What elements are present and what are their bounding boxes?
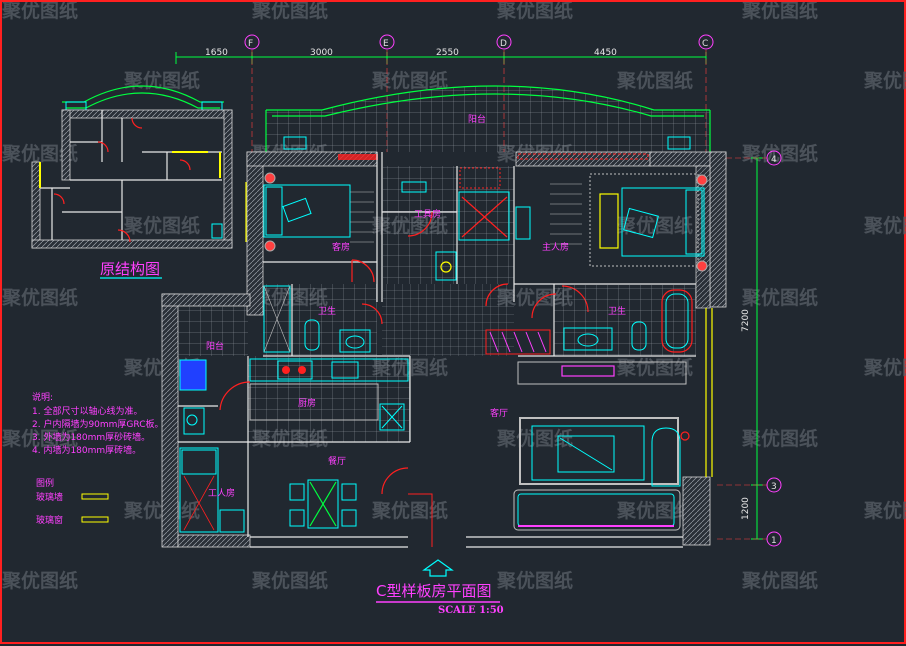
axis-bubble [698,34,714,50]
service-balcony: 阳台 [178,306,248,435]
room-label-dining: 餐厅 [328,455,346,467]
watermark: 聚优图纸 [2,286,78,309]
axis-label: E [383,39,389,49]
dimension-label: 1200 [741,497,751,520]
north-arrow-icon [422,559,454,577]
watermark: 聚优图纸 [2,427,78,450]
note-item: 2. 户内隔墙为90mm厚GRC板。 [32,418,164,430]
watermark: 聚优图纸 [863,356,906,379]
study-room: 工具房 [382,166,531,284]
room-label-maid-room: 工人房 [208,487,235,499]
axis-bubble [379,34,395,50]
watermark: 聚优图纸 [251,2,328,22]
legend: 图例 玻璃墙 玻璃窗 [36,477,109,526]
guest-bedroom: 客房 [263,152,383,302]
drawing-title: C型样板房平面图 [376,582,491,600]
note-item: 4. 内墙为180mm厚砖墙。 [32,444,141,456]
dimension-label: 2550 [436,48,459,58]
dining-area: 餐厅 [289,455,433,547]
room-label-guest-bath: 卫生 [318,305,336,317]
watermark: 聚优图纸 [616,499,693,522]
right-dimension-line: 7200 1200 4 3 1 [717,150,782,547]
drawing-title-block: C型样板房平面图 SCALE 1:50 [376,559,504,616]
room-label-service-balcony: 阳台 [206,340,224,352]
room-label-study: 工具房 [414,208,441,220]
watermark: 聚优图纸 [123,214,200,237]
room-label-balcony: 阳台 [468,113,486,125]
axis-label: 4 [771,155,777,165]
room-label-master-bath: 卫生 [608,305,626,317]
axis-label: C [702,39,708,49]
room-label-master-bedroom: 主人房 [542,241,569,253]
note-item: 1. 全部尺寸以轴心线为准。 [32,405,142,417]
watermark: 聚优图纸 [741,286,818,309]
axis-label: 1 [771,536,777,546]
watermark: 聚优图纸 [2,569,78,592]
legend-swatch-glass-wall [81,493,109,500]
watermark: 聚优图纸 [251,569,328,592]
axis-label: D [500,39,507,49]
watermark: 聚优图纸 [741,569,818,592]
original-structure-inset: 原结构图 [31,85,233,279]
balcony-top: 阳台 [265,85,711,152]
bed-icon [621,187,705,257]
watermark: 聚优图纸 [863,499,906,522]
notes-block: 说明: 1. 全部尺寸以轴心线为准。 2. 户内隔墙为90mm厚GRC板。 3.… [32,391,164,456]
legend-item-label: 玻璃窗 [36,514,63,526]
legend-swatch-glass-window [81,516,109,523]
dimension-label: 4450 [594,48,617,58]
axis-label: F [248,39,253,49]
watermark: 聚优图纸 [371,69,448,92]
bed-icon [263,184,351,238]
watermark: 聚优图纸 [371,499,448,522]
room-label-guest-bedroom: 客房 [332,241,350,253]
watermark: 聚优图纸 [863,69,906,92]
watermark: 聚优图纸 [741,2,818,22]
room-label-living: 客厅 [490,407,508,419]
watermark: 聚优图纸 [496,569,573,592]
watermark: 聚优图纸 [496,2,573,22]
axis-label: 3 [771,482,777,492]
axis-bubble [244,34,260,50]
watermark: 聚优图纸 [863,214,906,237]
watermark: 聚优图纸 [2,2,78,22]
dimension-label: 1650 [205,48,228,58]
legend-heading: 图例 [36,477,54,489]
axis-bubble [766,531,782,547]
watermark: 聚优图纸 [496,427,573,450]
corridor [382,283,551,356]
watermark: 聚优图纸 [123,499,200,522]
dimension-label: 3000 [310,48,333,58]
watermark: 聚优图纸 [616,356,693,379]
dimension-label: 7200 [741,309,751,332]
watermark: 聚优图纸 [123,69,200,92]
note-item: 3. 外墙为180mm厚砂砖墙。 [32,431,150,443]
axis-bubble [766,150,782,166]
maid-room: 工人房 [178,441,249,537]
original-structure-title: 原结构图 [100,260,160,278]
axis-bubble [766,477,782,493]
legend-item-label: 玻璃墙 [36,491,63,503]
watermark: 聚优图纸 [616,69,693,92]
watermark: 聚优图纸 [2,142,78,165]
watermark: 聚优图纸 [616,214,693,237]
watermark: 聚优图纸 [741,427,818,450]
kitchen: 厨房 [219,356,411,443]
outer-walls [161,151,727,548]
living-room: 客厅 [490,361,690,531]
master-bathroom: 卫生 [518,284,696,357]
room-label-kitchen: 厨房 [298,397,316,409]
notes-heading: 说明: [32,391,53,403]
axis-bubble [496,34,512,50]
drawing-scale: SCALE 1:50 [438,605,504,616]
